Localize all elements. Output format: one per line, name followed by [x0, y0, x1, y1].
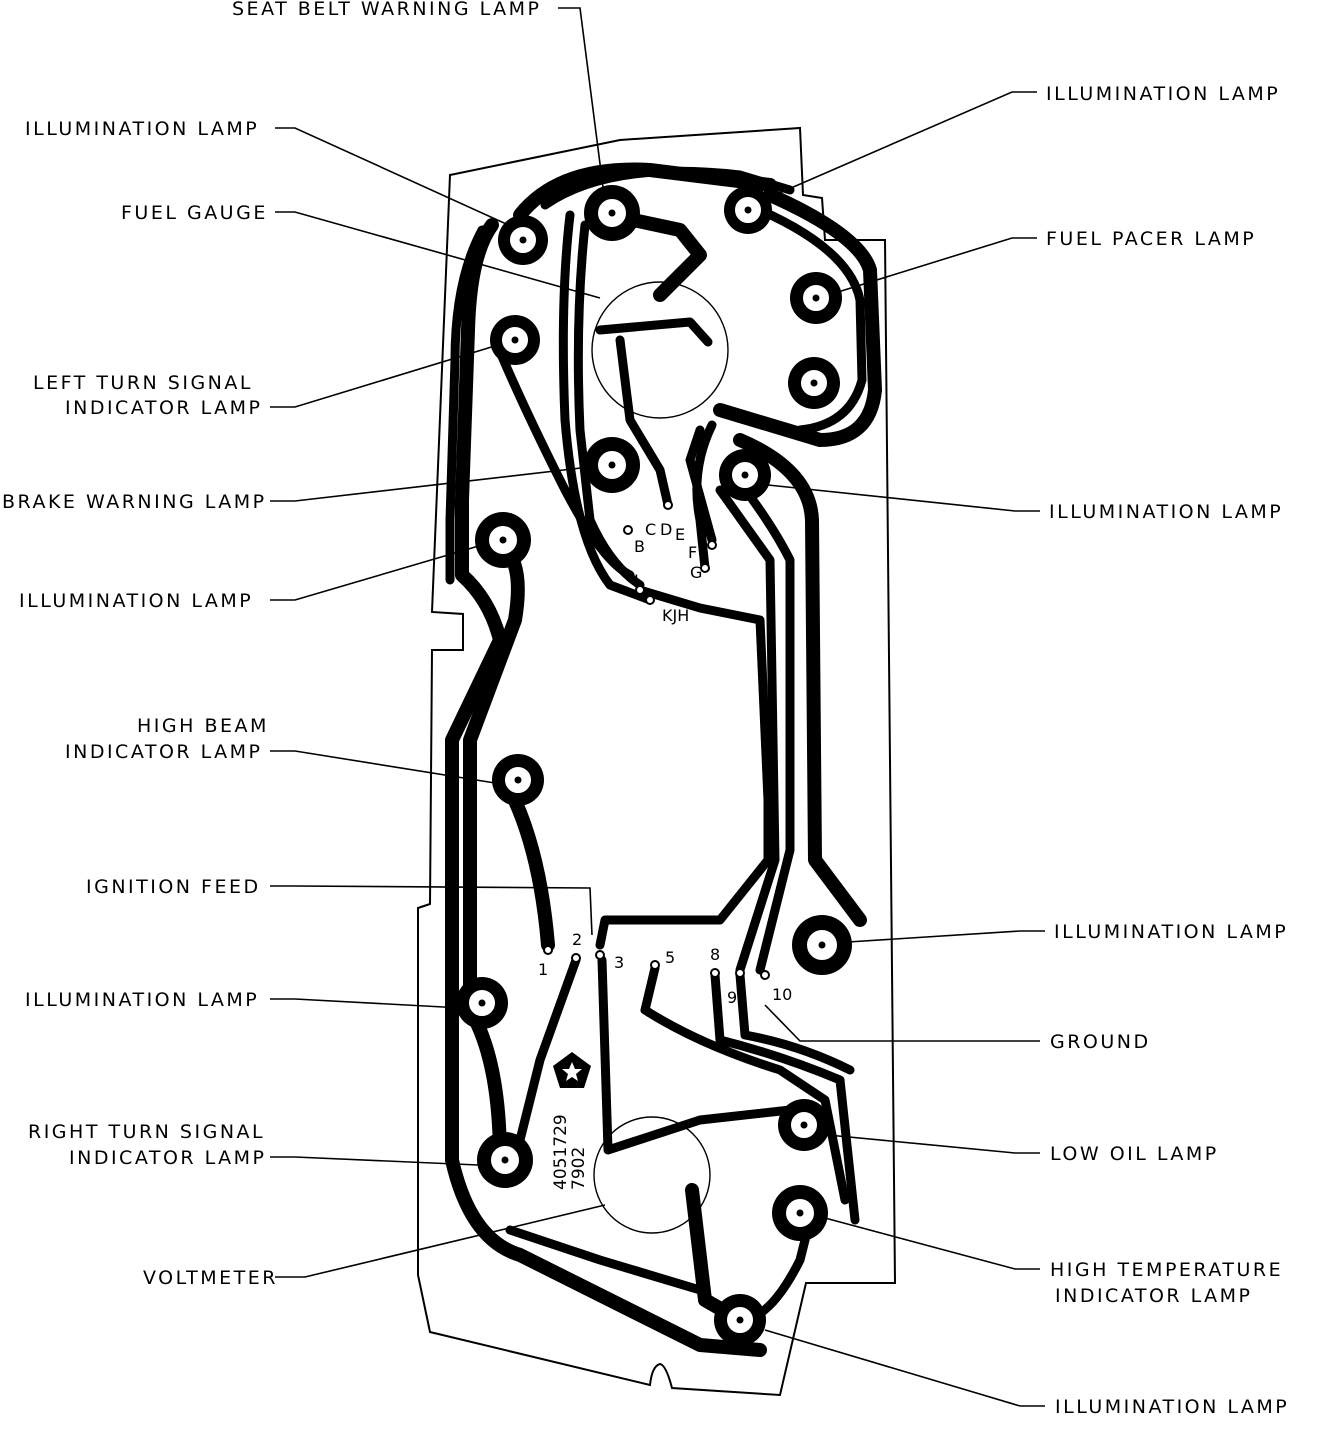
- pin-e: E: [675, 525, 685, 544]
- part-number-line1: 4051729: [551, 1114, 571, 1190]
- pin-8: 8: [710, 945, 720, 964]
- lamp-socket: [492, 754, 544, 806]
- lamp-socket: [724, 186, 772, 234]
- label-left-turn-signal-1: LEFT TURN SIGNAL: [33, 372, 253, 394]
- lamp-socket: [490, 315, 540, 365]
- part-number: 4051729 7902: [551, 1114, 589, 1190]
- pin-g: G: [690, 563, 702, 582]
- pin-c: C: [645, 520, 656, 539]
- connector-letters: C D E B F G L KJH: [634, 520, 702, 625]
- lamp-socket: [792, 915, 852, 975]
- label-high-beam-2: INDICATOR LAMP: [65, 741, 263, 763]
- pin-5: 5: [665, 948, 675, 967]
- pin-2: 2: [572, 930, 582, 949]
- pin-l: L: [634, 571, 643, 590]
- label-seat-belt-warning-lamp: SEAT BELT WARNING LAMP: [232, 0, 542, 20]
- label-brake-warning-lamp: BRAKE WARNING LAMP: [2, 491, 267, 513]
- label-ignition-feed: IGNITION FEED: [86, 876, 261, 898]
- label-illumination-lamp-bottom: ILLUMINATION LAMP: [1055, 1396, 1289, 1418]
- lamp-socket: [719, 449, 771, 501]
- label-illumination-lamp-mid-right: ILLUMINATION LAMP: [1049, 501, 1283, 523]
- labels: SEAT BELT WARNING LAMP ILLUMINATION LAMP…: [2, 0, 1289, 1418]
- label-right-turn-signal-1: RIGHT TURN SIGNAL: [28, 1121, 265, 1143]
- label-illumination-lamp-low-right: ILLUMINATION LAMP: [1054, 921, 1288, 943]
- part-number-line2: 7902: [569, 1147, 589, 1190]
- pin-10: 10: [772, 985, 792, 1004]
- label-illumination-lamp-top-right: ILLUMINATION LAMP: [1046, 83, 1280, 105]
- label-high-temperature-2: INDICATOR LAMP: [1055, 1285, 1253, 1307]
- lamp-socket: [790, 272, 842, 324]
- connector-numbers: 1 2 3 5 8 9 10: [538, 930, 792, 1007]
- lamp-sockets: [456, 185, 852, 1346]
- pin-1: 1: [538, 960, 548, 979]
- lamp-socket: [498, 215, 548, 265]
- pin-3: 3: [614, 953, 624, 972]
- label-ground: GROUND: [1050, 1031, 1151, 1053]
- lamp-socket: [584, 437, 640, 493]
- label-high-temperature-1: HIGH TEMPERATURE: [1050, 1259, 1283, 1281]
- label-low-oil-lamp: LOW OIL LAMP: [1050, 1143, 1219, 1165]
- lamp-socket: [584, 185, 640, 241]
- label-right-turn-signal-2: INDICATOR LAMP: [69, 1147, 267, 1169]
- connector-pins: [543, 500, 770, 980]
- pin-b: B: [634, 537, 645, 556]
- pin-9: 9: [727, 988, 737, 1007]
- lamp-socket: [778, 1099, 830, 1151]
- label-fuel-gauge: FUEL GAUGE: [121, 202, 268, 224]
- fuel-gauge-opening: [591, 281, 729, 419]
- label-illumination-lamp-mid-left: ILLUMINATION LAMP: [19, 590, 253, 612]
- label-high-beam-1: HIGH BEAM: [137, 715, 269, 737]
- label-left-turn-signal-2: INDICATOR LAMP: [65, 397, 263, 419]
- label-illumination-lamp-low-left: ILLUMINATION LAMP: [25, 989, 259, 1011]
- lamp-socket: [714, 1294, 766, 1346]
- board-outline: [417, 126, 897, 1397]
- lamp-socket: [475, 512, 531, 568]
- lamp-socket: [477, 1132, 533, 1188]
- lamp-socket: [788, 357, 840, 409]
- lamp-socket: [456, 977, 508, 1029]
- label-fuel-pacer-lamp: FUEL PACER LAMP: [1046, 228, 1256, 250]
- label-voltmeter: VOLTMETER: [143, 1267, 278, 1289]
- pentastar-logo: [553, 1052, 591, 1088]
- copper-traces: [445, 162, 882, 1357]
- pin-f: F: [688, 543, 697, 562]
- pin-d: D: [660, 520, 672, 539]
- lamp-socket: [772, 1185, 828, 1241]
- label-illumination-lamp-top-left: ILLUMINATION LAMP: [25, 118, 259, 140]
- pin-kjh: KJH: [662, 606, 689, 625]
- leader-lines: [270, 7, 1045, 1407]
